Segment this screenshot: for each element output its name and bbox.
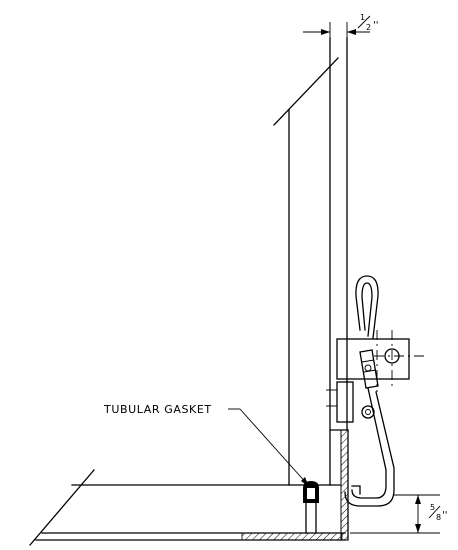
tubular-gasket: [303, 481, 319, 534]
latch-handle: [355, 275, 379, 392]
floor-frame: [29, 469, 346, 546]
dim-top-numerator: 1: [360, 13, 365, 22]
floor-hatch: [241, 532, 343, 541]
gasket-callout: TUBULAR GASKET: [103, 403, 309, 487]
jamb-channel: [329, 429, 349, 541]
dim-bottom-unit: '': [442, 510, 448, 521]
dimension-bottom: 5 8 '': [350, 494, 448, 534]
dim-bottom-numerator: 5: [430, 503, 435, 512]
gasket-label: TUBULAR GASKET: [103, 403, 212, 416]
dimension-top: 1 2 '': [303, 13, 379, 38]
dim-top-denominator: 2: [366, 23, 371, 32]
dim-bottom-denominator: 8: [436, 513, 441, 522]
latch-bracket: [326, 330, 428, 423]
latch-lever: [344, 349, 395, 507]
door-panel: [273, 37, 348, 486]
dim-top-unit: '': [373, 20, 379, 31]
